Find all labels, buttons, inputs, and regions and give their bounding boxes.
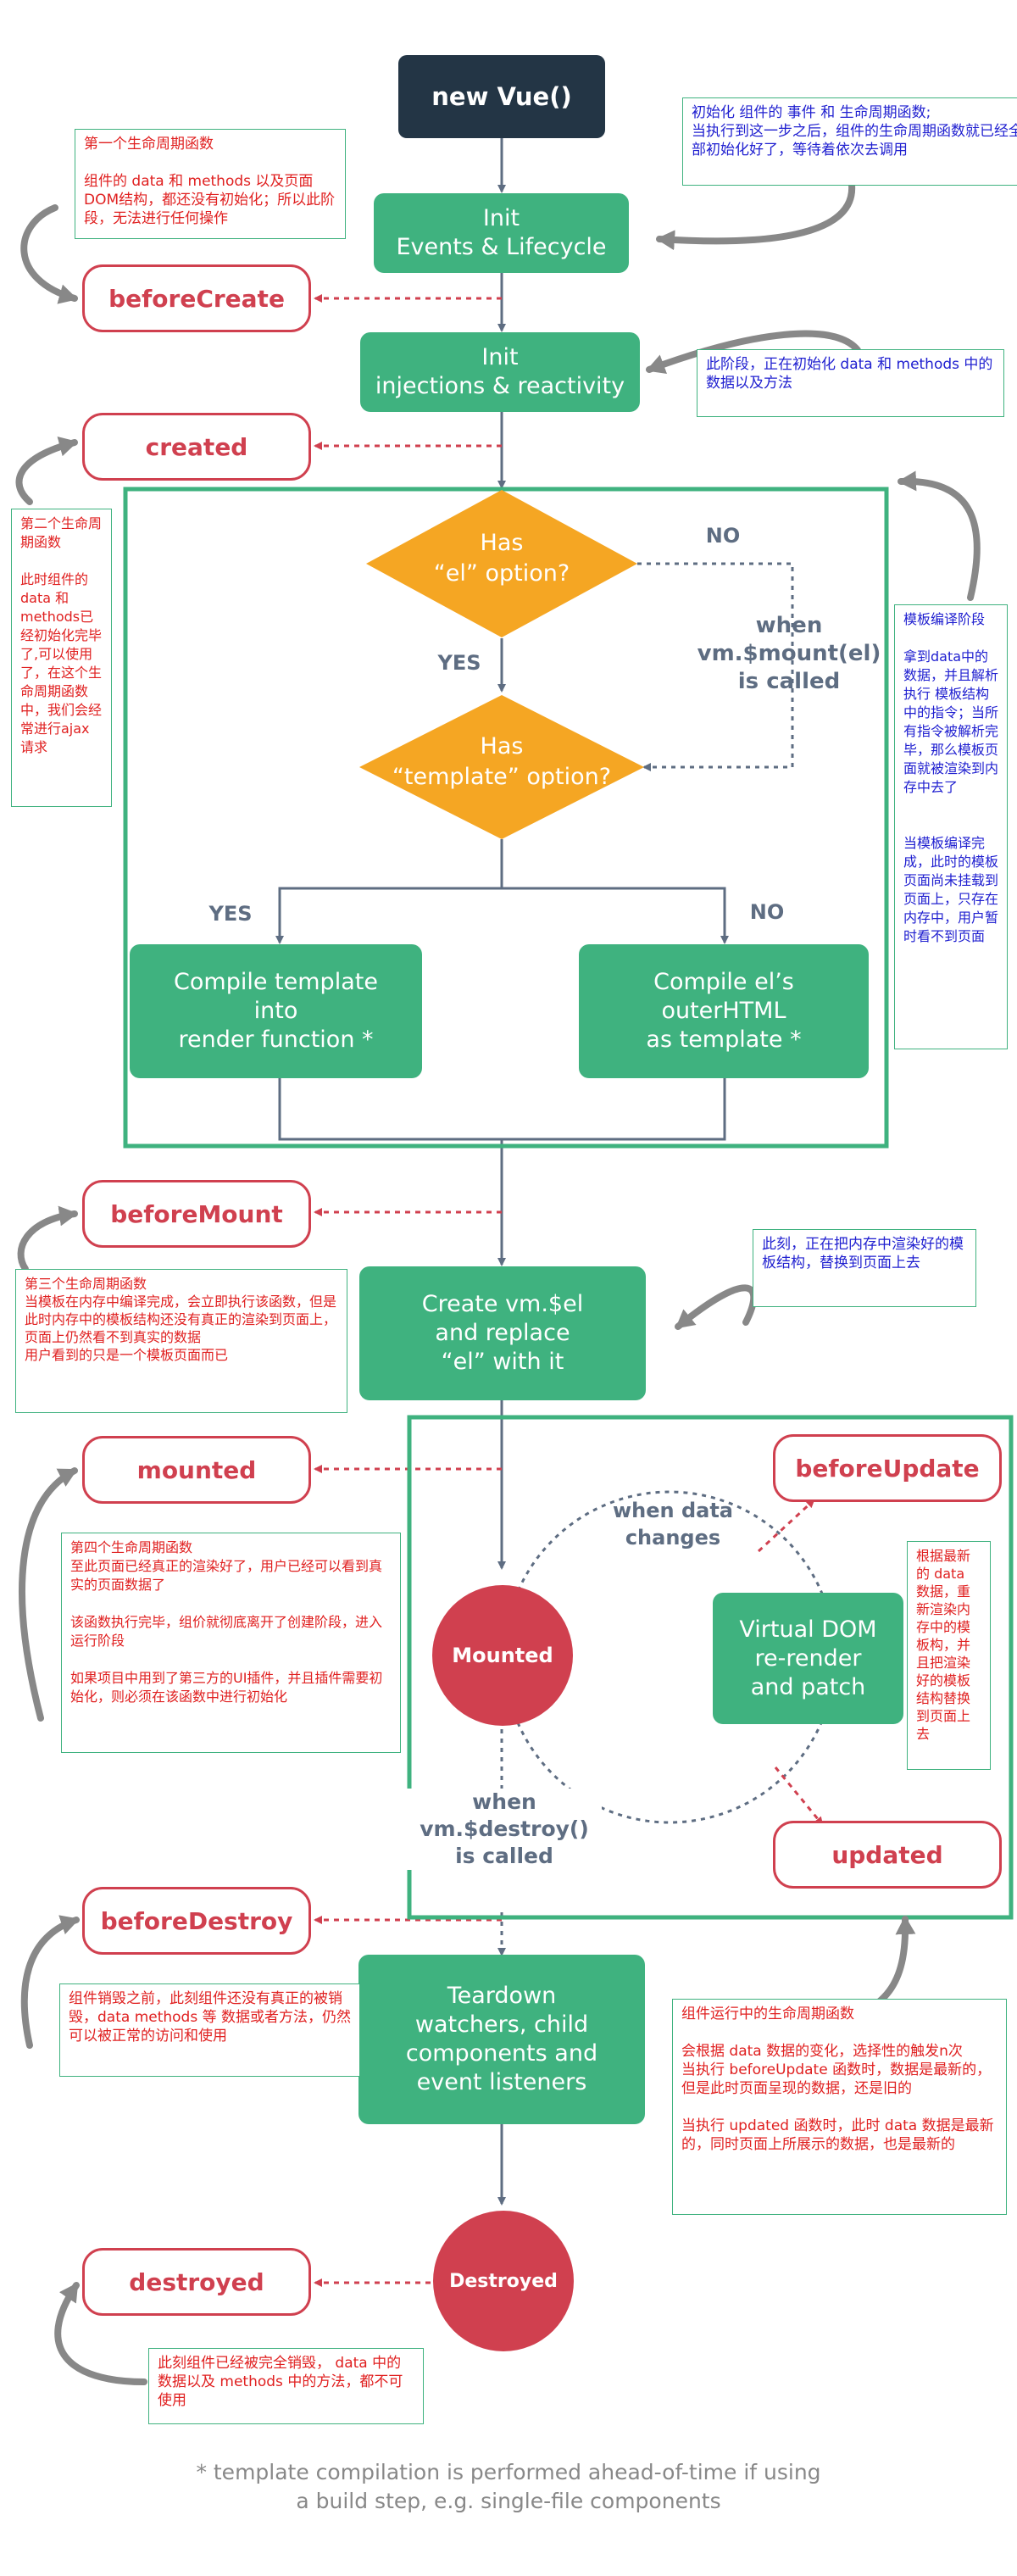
label-yes-el: YES [437,651,481,675]
note-before-create: 第一个生命周期函数 组件的 data 和 methods 以及页面DOM结构，都… [75,129,346,239]
create-el-box: Create vm.$el and replace “el” with it [359,1266,646,1400]
has-template-diamond: Has “template” option? [392,733,612,790]
note-init-injections: 此阶段，正在初始化 data 和 methods 中的数据以及方法 [697,349,1004,417]
label-yes-template: YES [208,902,253,926]
hook-before-destroy: beforeDestroy [82,1887,311,1955]
note-runtime: 组件运行中的生命周期函数 会根据 data 数据的变化，选择性的触发n次 当执行… [672,1999,1007,2215]
note-before-mount: 第三个生命周期函数 当模板在内存中编译完成，会立即执行该函数，但是此时内存中的模… [15,1269,347,1413]
new-vue-node: new Vue() [398,55,605,138]
init-injections-box: Init injections & reactivity [360,332,640,412]
mounted-state: Mounted [432,1585,573,1726]
note-init-events: 初始化 组件的 事件 和 生命周期函数; 当执行到这一步之后，组件的生命周期函数… [682,97,1017,186]
hook-mounted: mounted [82,1436,311,1504]
hook-before-update: beforeUpdate [773,1434,1002,1502]
note-mounted: 第四个生命周期函数 至此页面已经真正的渲染好了，用户已经可以看到真实的页面数据了… [61,1533,401,1753]
footnote: * template compilation is performed ahea… [196,2460,821,2513]
note-before-destroy: 组件销毁之前，此刻组件还没有真正的被销毁，data methods 等 数据或者… [59,1983,360,2077]
destroyed-state: Destroyed [433,2211,574,2351]
hook-updated: updated [773,1821,1002,1889]
label-when-destroy: when vm.$destroy() is called [407,1789,602,1870]
label-no-template: NO [749,900,785,924]
label-when-mount: when vm.$mount(el) is called [697,613,881,694]
label-when-data: when data changes [612,1499,734,1549]
virtual-dom-box: Virtual DOM re-render and patch [713,1593,903,1724]
note-create-el: 此刻，正在把内存中渲染好的模板结构，替换到页面上去 [753,1229,976,1307]
note-destroyed: 此刻组件已经被完全销毁， data 中的数据以及 methods 中的方法，都不… [148,2348,424,2424]
label-no-el: NO [705,524,741,548]
hook-before-create: beforeCreate [82,264,311,332]
init-events-box: Init Events & Lifecycle [374,193,629,273]
diamond-shapes [359,490,644,839]
compile-el-box: Compile el’s outerHTML as template * [579,944,869,1078]
note-created: 第二个生命周期函数 此时组件的data 和 methods已经初始化完毕了,可以… [11,509,112,807]
has-el-diamond: Has “el” option? [433,530,570,587]
compile-template-box: Compile template into render function * [130,944,422,1078]
hook-destroyed: destroyed [82,2248,311,2316]
hook-before-mount: beforeMount [82,1180,311,1248]
hook-created: created [82,413,311,481]
teardown-box: Teardown watchers, child components and … [358,1955,645,2124]
note-virtual-dom: 根据最新的 data 数据，重新渲染内存中的模板构，并且把渲染好的模板结构替换到… [907,1541,991,1770]
note-template-compile: 模板编译阶段 拿到data中的数据，并且解析执行 模板结构中的指令；当所有指令被… [894,604,1008,1049]
